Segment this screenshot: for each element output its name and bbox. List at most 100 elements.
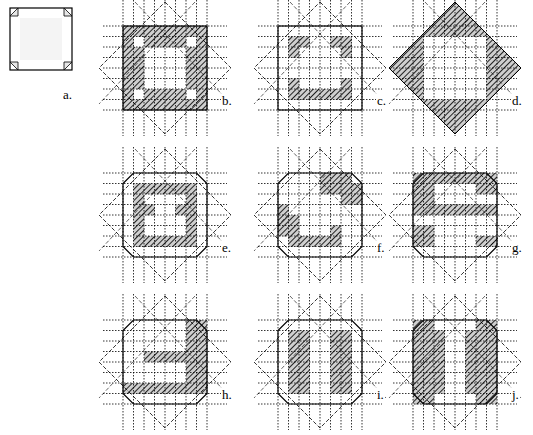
grid-line xyxy=(175,0,176,136)
square-outline xyxy=(123,320,207,404)
hatched-cell xyxy=(155,352,166,363)
hatched-cell xyxy=(289,362,300,373)
hatched-cell xyxy=(476,173,487,184)
hatched-cell xyxy=(134,100,145,111)
hatched-cell xyxy=(341,383,352,394)
hatched-cell xyxy=(176,184,187,195)
hatched-cell xyxy=(466,331,477,342)
grid-line xyxy=(144,294,145,430)
grid-line xyxy=(393,110,517,111)
grid-line xyxy=(144,0,145,136)
hatched-cell xyxy=(123,79,134,90)
hatched-cell xyxy=(289,47,300,58)
hatched-cell xyxy=(424,194,435,205)
hatched-cell xyxy=(176,205,187,216)
grid-line xyxy=(455,147,456,283)
grid-line xyxy=(393,89,517,90)
hatched-cell xyxy=(341,362,352,373)
hatched-cell xyxy=(341,47,352,58)
grid-line xyxy=(299,0,300,136)
hatched-cell xyxy=(487,331,498,342)
grid-line xyxy=(258,225,382,226)
hatched-cell xyxy=(186,68,197,79)
hatched-cell xyxy=(466,373,477,384)
grid-line xyxy=(393,26,517,27)
hatched-cell xyxy=(176,89,187,100)
grid-line xyxy=(258,215,382,216)
diagonal-crease xyxy=(254,296,386,428)
grid-line xyxy=(320,294,321,430)
hatched-cell xyxy=(134,205,145,216)
hatched-cell xyxy=(289,37,300,48)
hatched-cell xyxy=(289,383,300,394)
hatched-cell xyxy=(434,173,445,184)
tiling-panel xyxy=(254,0,386,136)
diagonal-crease xyxy=(99,2,231,134)
hatched-cell xyxy=(352,184,363,195)
hatched-cell xyxy=(331,331,342,342)
hatched-cell xyxy=(434,331,445,342)
hatched-cell xyxy=(197,79,208,90)
hatched-cell xyxy=(186,320,197,331)
grid-line xyxy=(393,78,517,79)
square-outline xyxy=(413,173,497,257)
hatched-cell xyxy=(134,47,145,58)
hatched-cell xyxy=(289,215,300,226)
hatched-cell xyxy=(144,100,155,111)
hatched-cell xyxy=(299,236,310,247)
hatched-cell xyxy=(155,100,166,111)
diagonal-crease xyxy=(254,149,386,281)
hatched-cell xyxy=(155,89,166,100)
hatched-cell xyxy=(331,89,342,100)
grid-line xyxy=(103,236,227,237)
grid-line xyxy=(393,393,517,394)
hatched-cell xyxy=(341,194,352,205)
grid-line xyxy=(175,294,176,430)
hatched-cell xyxy=(466,205,477,216)
panel-label: d. xyxy=(511,94,523,108)
hatched-cell xyxy=(176,383,187,394)
diagonal-crease xyxy=(389,296,521,398)
hatched-cell xyxy=(424,362,435,373)
hatched-cell xyxy=(331,226,342,237)
hatched-cell xyxy=(434,352,445,363)
hatched-cell xyxy=(299,331,310,342)
hatched-cell xyxy=(487,383,498,394)
hatched-cell xyxy=(186,341,197,352)
hatched-cell xyxy=(424,394,435,405)
diagonal-crease xyxy=(254,149,386,251)
hatched-cell xyxy=(123,383,134,394)
hatched-cell xyxy=(197,383,208,394)
grid-line xyxy=(320,147,321,283)
square-outline xyxy=(123,26,207,110)
hatched-cell xyxy=(476,362,487,373)
hatched-cell xyxy=(176,100,187,111)
hatched-cell xyxy=(352,194,363,205)
grid-line xyxy=(103,383,227,384)
hatched-cell xyxy=(424,236,435,247)
hatched-cell xyxy=(413,205,424,216)
hatched-cell xyxy=(413,226,424,237)
tiling-panel xyxy=(254,294,386,430)
grid-line xyxy=(393,236,517,237)
hatched-cell xyxy=(186,194,197,205)
grid-line xyxy=(103,99,227,100)
grid-line xyxy=(455,0,456,136)
grid-line xyxy=(476,0,477,136)
grid-line xyxy=(258,246,382,247)
grid-line xyxy=(465,294,466,430)
hatched-cell xyxy=(134,68,145,79)
hatched-cell xyxy=(197,37,208,48)
diagonal-crease xyxy=(389,296,521,428)
grid-line xyxy=(393,68,517,69)
hatched-cell xyxy=(123,58,134,69)
hatched-cell xyxy=(155,184,166,195)
diagonal-crease xyxy=(389,149,521,251)
grid-line xyxy=(393,99,517,100)
hatched-cell xyxy=(341,373,352,384)
tiling-panel xyxy=(389,294,521,430)
hatched-cell xyxy=(186,383,197,394)
folded-square xyxy=(10,8,72,70)
hatched-cell xyxy=(144,37,155,48)
hatched-cell xyxy=(487,184,498,195)
